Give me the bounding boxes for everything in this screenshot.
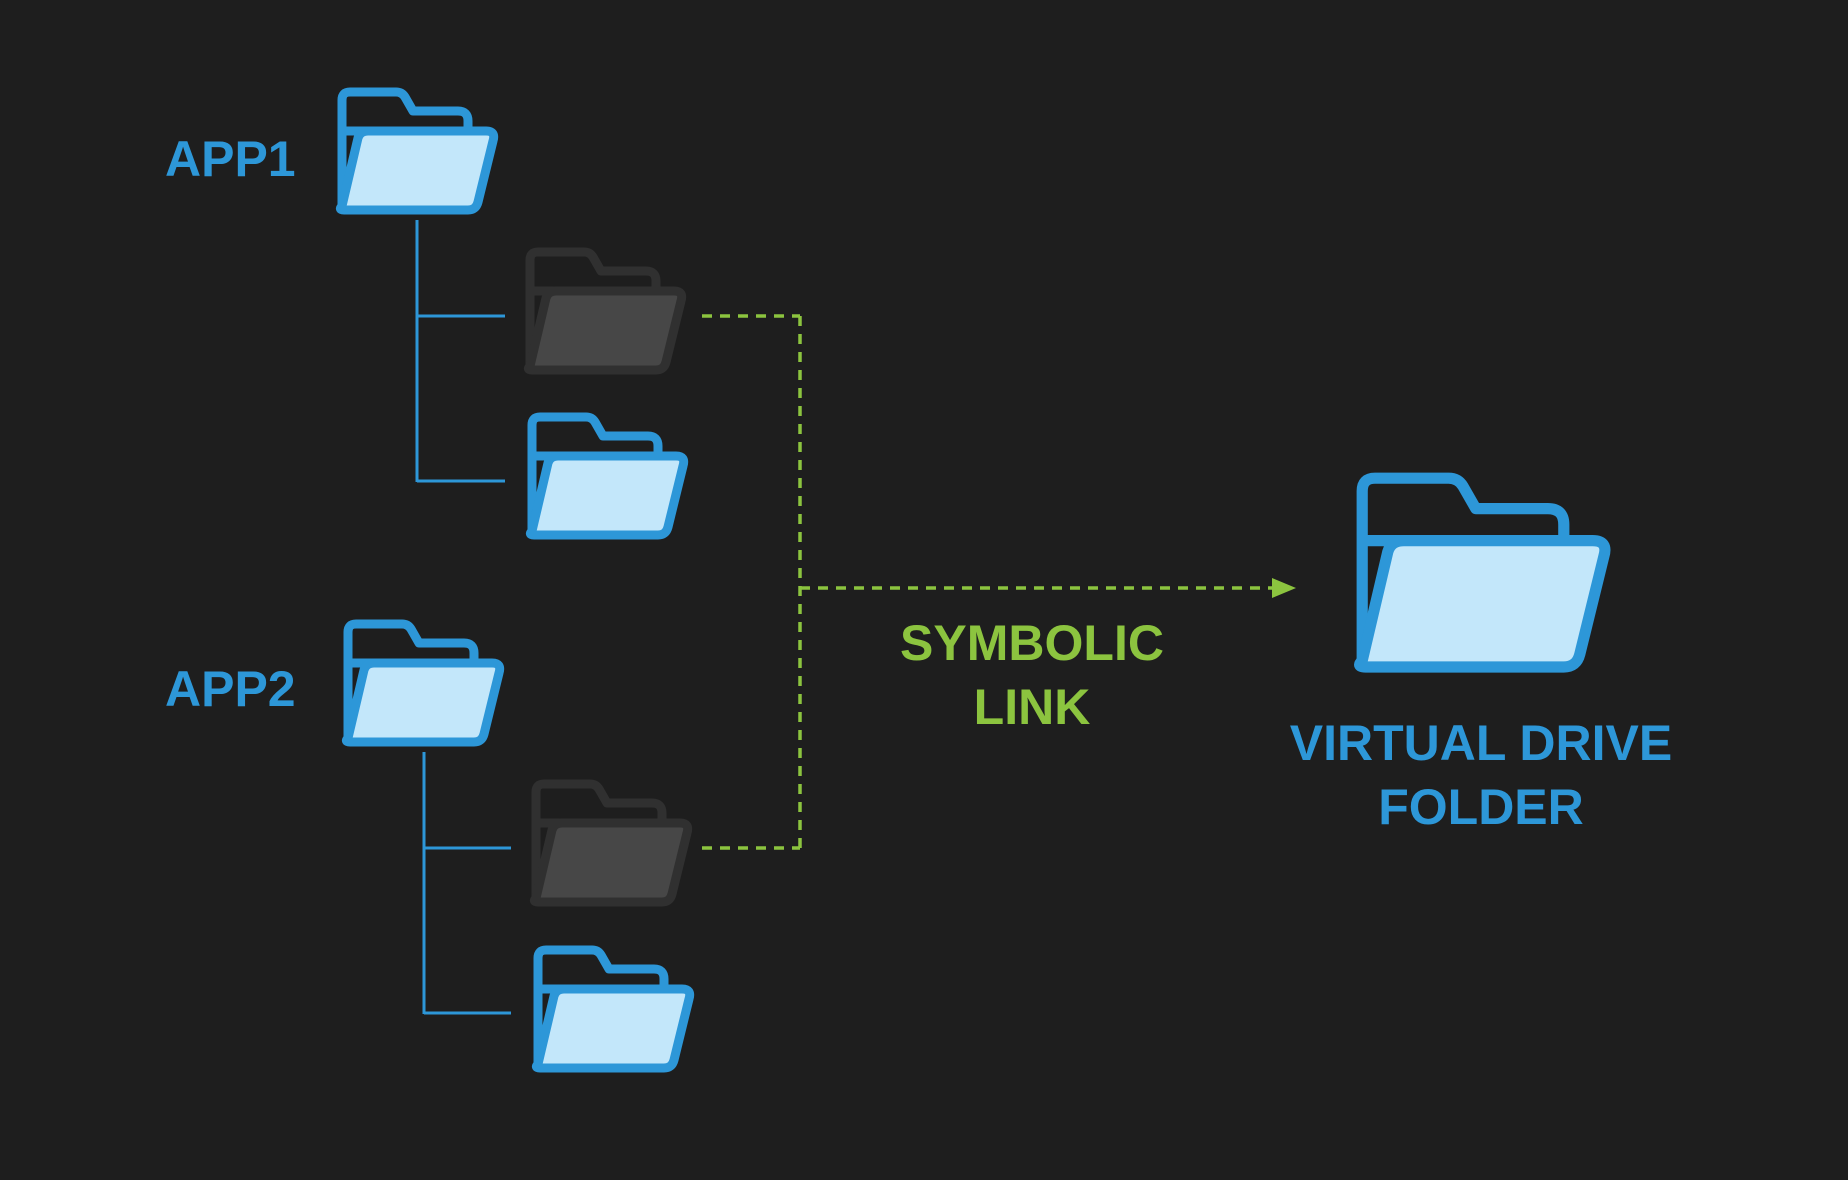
app2-subfolder-icon (531, 945, 695, 1073)
app2-linked-subfolder-icon (529, 779, 693, 907)
app1-linked-subfolder-icon (523, 247, 687, 375)
virtual-drive-label-line1: VIRTUAL DRIVE (1290, 715, 1672, 771)
app2-tree-connector (422, 752, 511, 1015)
app1-subfolder-icon (525, 412, 689, 540)
app1-tree-connector (415, 220, 505, 483)
symbolic-link-label-line2: LINK (974, 679, 1091, 735)
app1-folder-icon (335, 87, 499, 215)
virtual-drive-folder-icon (1354, 472, 1611, 673)
app1-label: APP1 (165, 131, 296, 187)
virtual-drive-label-line2: FOLDER (1378, 779, 1584, 835)
symbolic-link-label-line1: SYMBOLIC (900, 615, 1164, 671)
symbolic-link-connector (702, 314, 1272, 850)
app2-folder-icon (341, 619, 505, 747)
app2-label: APP2 (165, 661, 296, 717)
arrowhead-icon (1272, 578, 1296, 598)
